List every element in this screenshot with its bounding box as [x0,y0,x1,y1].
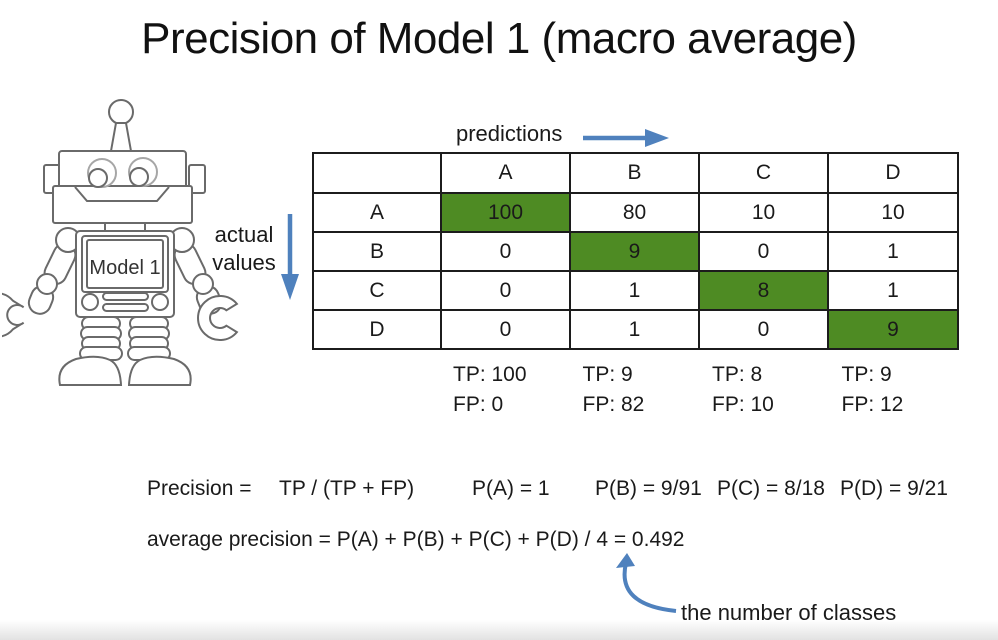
number-of-classes-arrow-icon [616,553,677,613]
robot-mouth [74,186,170,202]
matrix-row-label: C [312,270,442,311]
matrix-cell: 0 [440,309,571,350]
matrix-row: C 0 1 8 1 [312,270,959,311]
robot-body-slot-top [102,292,149,301]
page-title: Precision of Model 1 (macro average) [141,14,857,63]
predictions-arrow-icon [583,129,669,147]
precision-class-b: P(B) = 9/91 [595,477,702,500]
matrix-col-header: B [569,152,700,194]
matrix-header-row: A B C D [312,152,959,194]
matrix-cell: 10 [827,192,959,233]
matrix-col-header: A [440,152,571,194]
tp-value: TP: 8 [712,363,763,386]
tp-value: TP: 9 [582,363,633,386]
matrix-row: D 0 1 0 9 [312,309,959,350]
precision-class-d: P(D) = 9/21 [840,477,948,500]
confusion-matrix-table: A B C D A 100 80 10 10 B 0 9 0 1 C 0 1 8… [312,152,959,350]
matrix-col-header: D [827,152,959,194]
robot-eye-left-inner [88,168,108,188]
robot-boot-right [127,355,192,386]
column-stat: TP: 100 FP: 0 [440,360,570,420]
tp-value: TP: 9 [841,363,892,386]
matrix-col-header: C [698,152,829,194]
matrix-row-label: B [312,231,442,272]
robot-eye-right-inner [129,167,149,187]
column-stats: TP: 100 FP: 0 TP: 9 FP: 82 TP: 8 FP: 10 … [440,360,958,420]
robot-claw-left [2,292,25,338]
average-precision-formula: average precision = P(A) + P(B) + P(C) +… [147,528,685,551]
matrix-cell: 80 [569,192,700,233]
matrix-cell: 10 [698,192,829,233]
robot-arm-right [169,227,239,341]
matrix-cell-diagonal: 9 [569,231,700,272]
fp-value: FP: 12 [841,393,904,416]
robot-arm-left [2,227,81,338]
fp-value: FP: 0 [453,393,504,416]
robot-boot-left [58,355,123,386]
precision-class-c: P(C) = 8/18 [717,477,825,500]
matrix-cell-diagonal: 9 [827,309,959,350]
matrix-cell-diagonal: 100 [440,192,571,233]
bottom-fade-gradient [0,620,998,640]
matrix-cell: 1 [569,309,700,350]
predictions-label: predictions [456,121,563,146]
precision-class-a: P(A) = 1 [472,477,550,500]
actual-values-label: actual values [212,222,276,275]
actual-values-arrow-icon [281,214,299,300]
matrix-row-label: D [312,309,442,350]
robot-body-knob-right [151,293,169,311]
matrix-cell: 1 [827,231,959,272]
matrix-row: B 0 9 0 1 [312,231,959,272]
robot-jaw [52,185,193,224]
robot-illustration [2,99,239,386]
fp-value: FP: 10 [712,393,774,416]
matrix-row: A 100 80 10 10 [312,192,959,233]
robot-body-knob-left [81,293,99,311]
column-stat: TP: 9 FP: 12 [829,360,959,420]
robot-claw-right [197,295,239,341]
precision-expression: TP / (TP + FP) [279,477,415,500]
robot-head [58,150,187,189]
matrix-cell: 0 [698,231,829,272]
matrix-cell-diagonal: 8 [698,270,829,311]
robot-body-slot-bottom [102,303,149,312]
tp-value: TP: 100 [453,363,527,386]
matrix-cell: 1 [827,270,959,311]
robot-ear-right [188,164,206,194]
robot-antenna-ball [108,99,134,125]
robot-screen-label: Model 1 [89,257,161,279]
robot-antenna-stem [109,122,133,152]
robot-leg-right [127,316,171,361]
column-stat: TP: 9 FP: 82 [570,360,700,420]
matrix-cell: 1 [569,270,700,311]
matrix-row-label: A [312,192,442,233]
column-stat: TP: 8 FP: 10 [699,360,829,420]
robot-leg-left [79,316,123,361]
robot-screen-inner [86,239,164,289]
matrix-cell: 0 [698,309,829,350]
matrix-cell: 0 [440,231,571,272]
matrix-corner-cell [312,152,442,194]
fp-value: FP: 82 [582,393,645,416]
matrix-cell: 0 [440,270,571,311]
precision-label: Precision = [147,477,252,500]
